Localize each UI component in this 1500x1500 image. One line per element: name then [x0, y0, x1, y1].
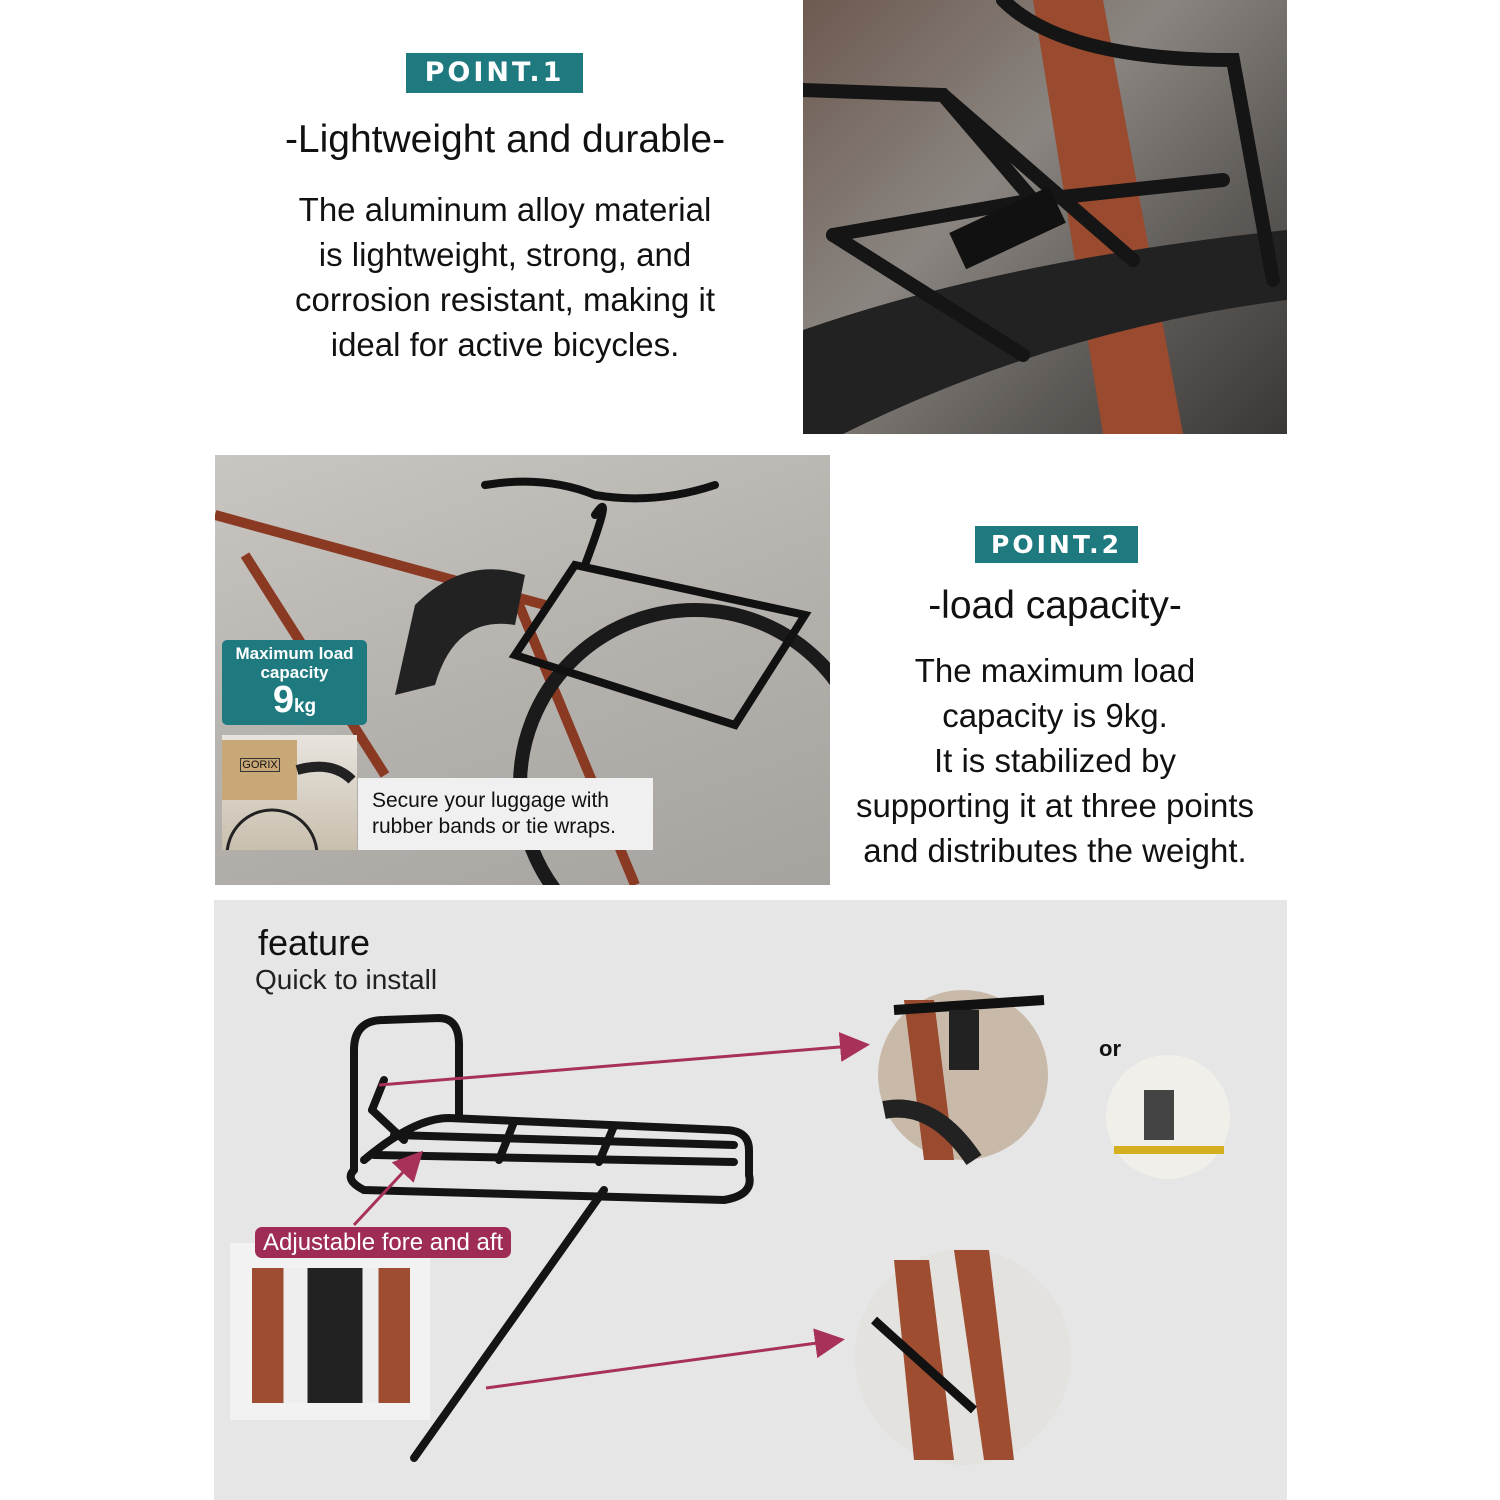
- capacity-value: 9kg: [272, 679, 317, 721]
- point2-line: The maximum load: [914, 652, 1196, 689]
- or-label: or: [1099, 1036, 1121, 1061]
- inset-bike-illustration: [225, 761, 356, 850]
- box-logo: GORIX: [240, 758, 280, 772]
- feature-panel: feature Quick to install: [214, 900, 1287, 1500]
- rack-closeup-illustration: [803, 0, 1287, 434]
- caliper-brake-detail-photo: [1106, 1055, 1230, 1179]
- capacity-label: capacity: [260, 663, 329, 682]
- arrow-to-brake-mount: [378, 1032, 870, 1087]
- point2-badge: POINT.2: [975, 526, 1138, 563]
- arrow-to-adjuster: [352, 1150, 424, 1227]
- point1-line: The aluminum alloy material: [298, 191, 712, 228]
- capacity-badge: Maximum load capacity 9kg: [222, 640, 367, 725]
- rack-closeup-photo: [803, 0, 1287, 434]
- point1-line: ideal for active bicycles.: [330, 326, 680, 363]
- luggage-caption: Secure your luggage with rubber bands or…: [358, 778, 653, 850]
- point2-line: capacity is 9kg.: [942, 697, 1168, 734]
- point2-title: -load capacity-: [928, 584, 1182, 627]
- capacity-label: Maximum load: [235, 644, 354, 663]
- point1-title: -Lightweight and durable-: [284, 118, 726, 161]
- inset-detail: [252, 1268, 410, 1403]
- point1-line: corrosion resistant, making it: [295, 281, 715, 318]
- caption-line: Secure your luggage with: [372, 789, 609, 812]
- feature-subtitle: Quick to install: [255, 964, 438, 995]
- adjustable-label: Adjustable fore and aft: [255, 1227, 512, 1258]
- rack-shape: [346, 1013, 754, 1462]
- bike-with-rack-photo: Maximum load capacity 9kg GORIX Secure y…: [215, 455, 830, 885]
- point1-badge: POINT.1: [406, 53, 583, 93]
- rack-diagram: [346, 990, 1230, 1465]
- luggage-inset-photo: GORIX: [222, 735, 357, 850]
- point2-line: It is stabilized by: [933, 742, 1177, 779]
- point1-line: is lightweight, strong, and: [318, 236, 692, 273]
- point2-line: supporting it at three points: [855, 787, 1255, 824]
- brake-mount-detail-photo: [878, 990, 1048, 1166]
- fork-eyelet-detail-photo: [855, 1249, 1071, 1465]
- box: GORIX: [222, 740, 297, 800]
- point2-line: and distributes the weight.: [863, 832, 1247, 869]
- adjuster-inset-photo: [230, 1243, 430, 1420]
- caption-line: rubber bands or tie wraps.: [372, 815, 616, 838]
- point1-body: The aluminum alloy material is lightweig…: [230, 187, 780, 367]
- feature-title: feature: [258, 922, 371, 963]
- point2-body: The maximum load capacity is 9kg. It is …: [830, 648, 1280, 873]
- arrow-to-fork-mount: [485, 1328, 845, 1390]
